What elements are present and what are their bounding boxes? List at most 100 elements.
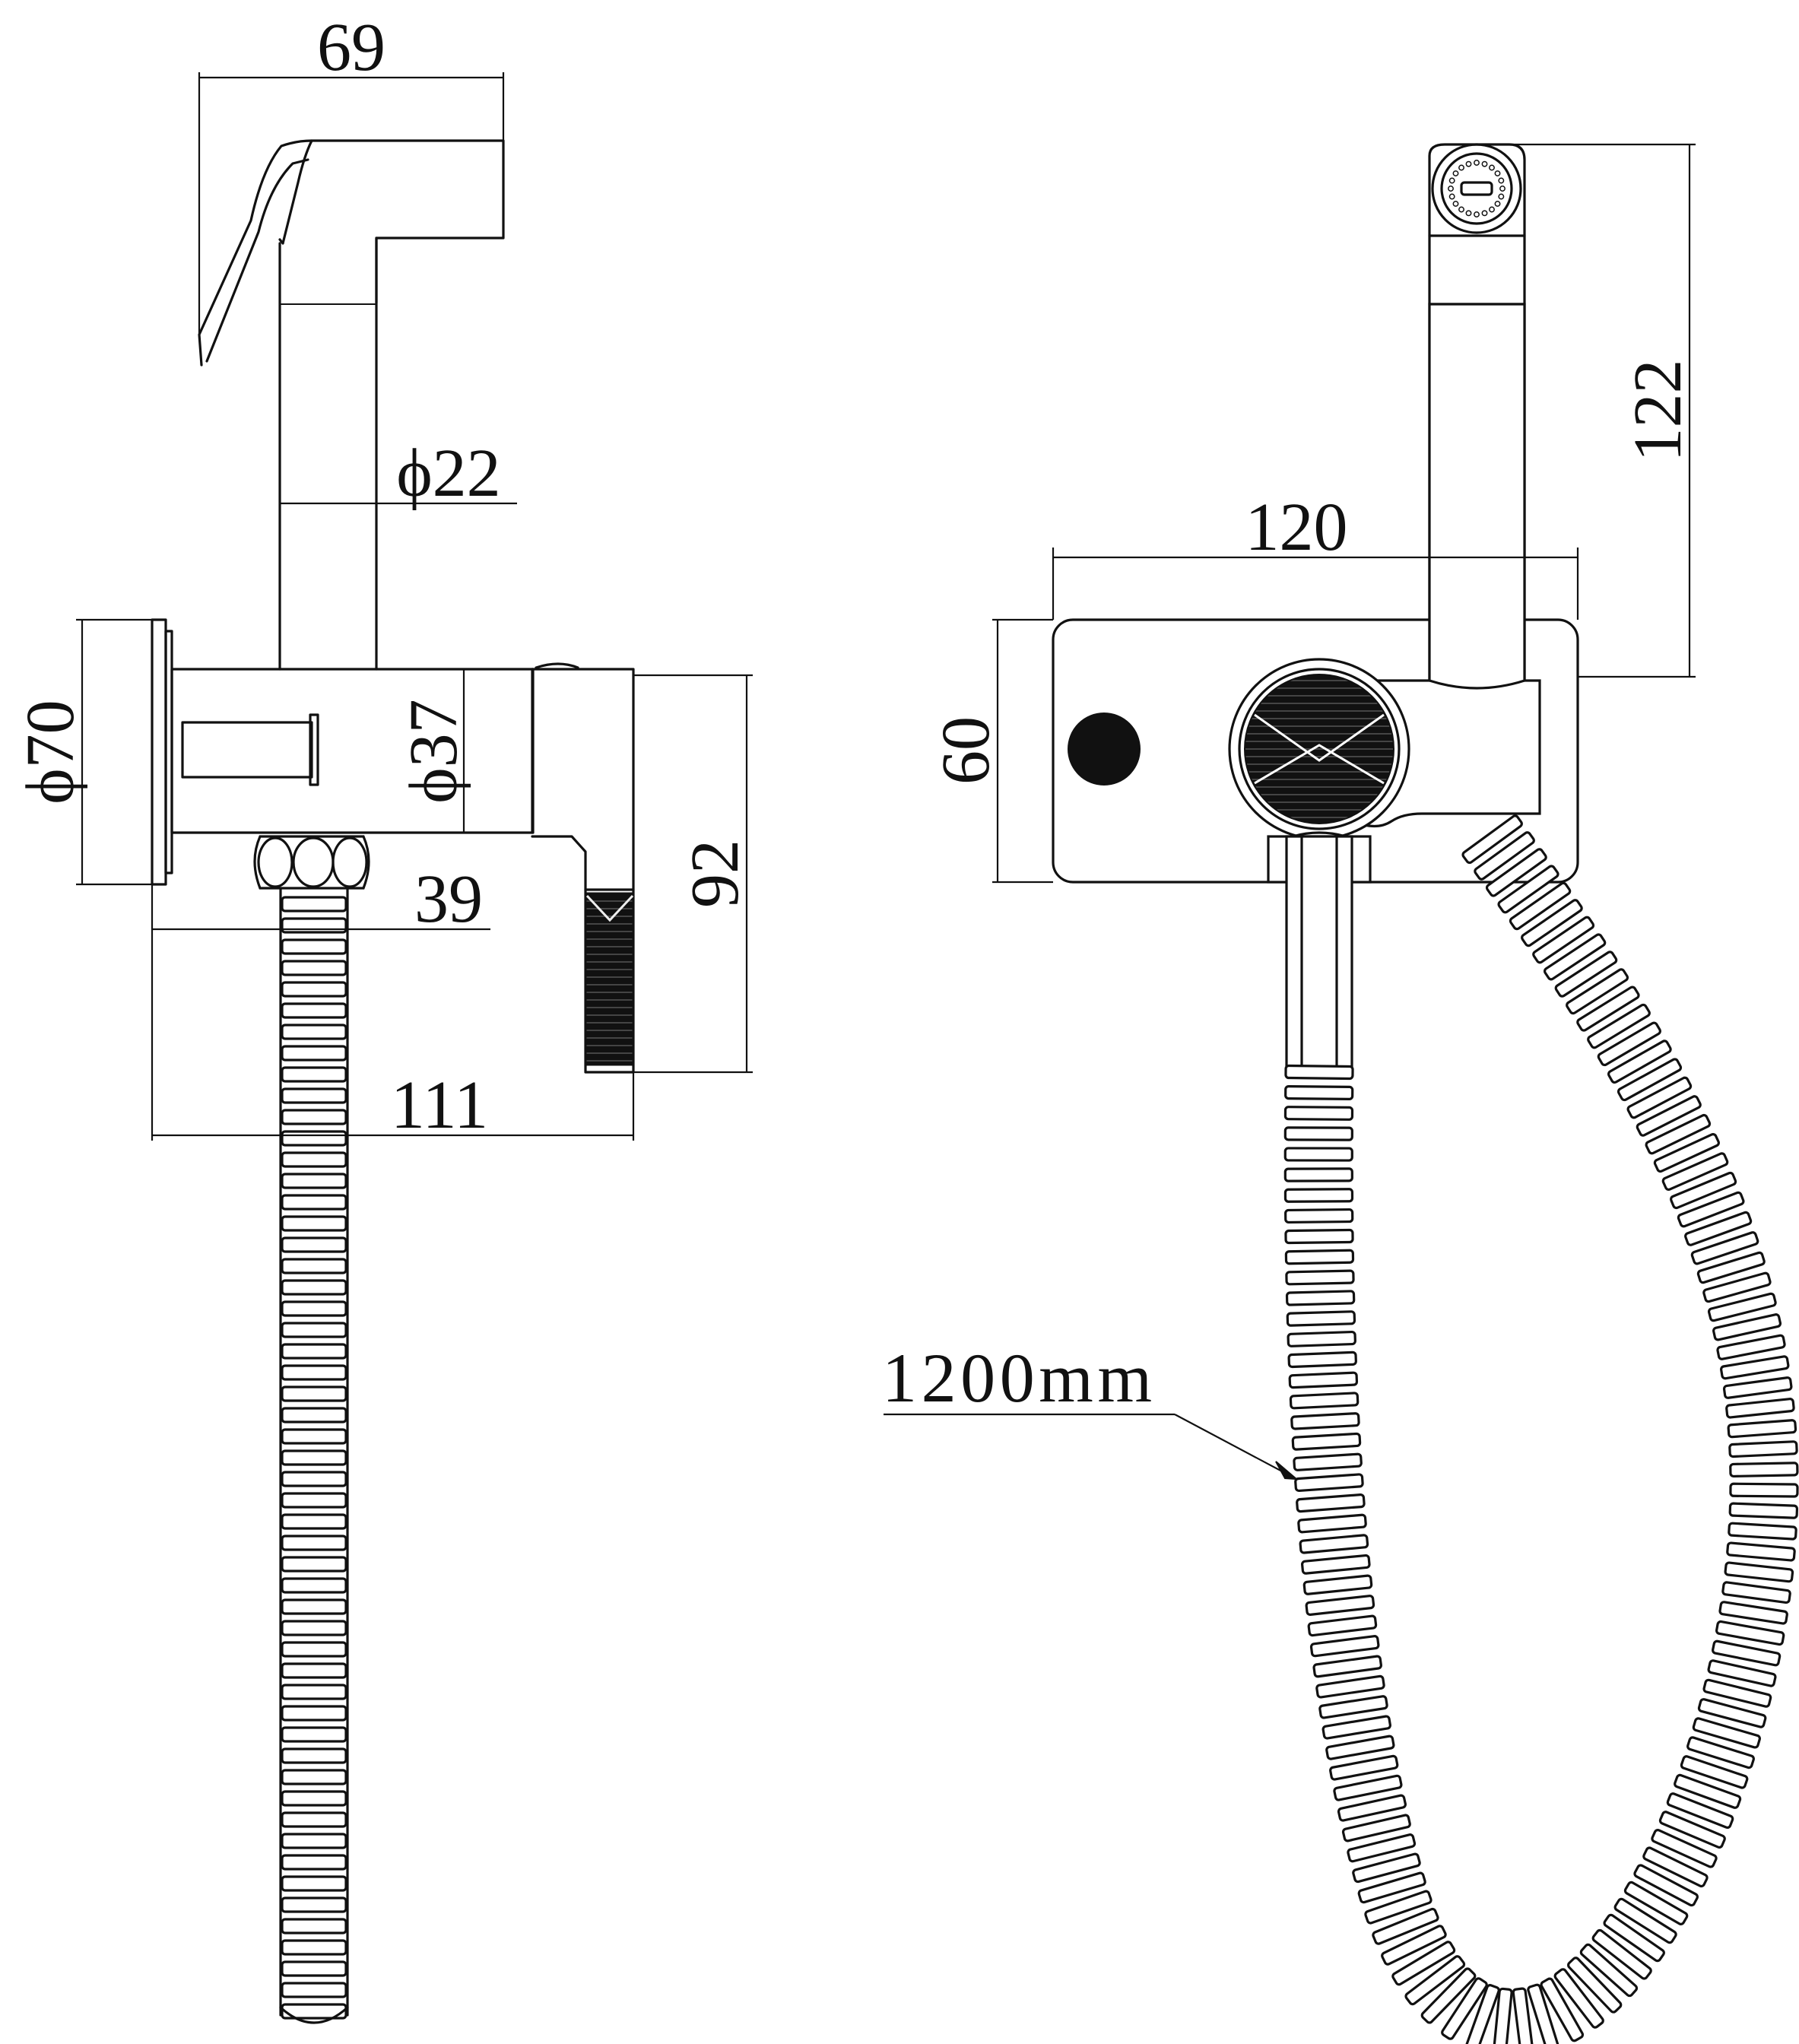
spray-head-side bbox=[198, 139, 505, 367]
hose-segment bbox=[1492, 1987, 1513, 2044]
hose-segment bbox=[281, 1024, 347, 1040]
dimension-120: 120 bbox=[1052, 490, 1579, 620]
hose-segment bbox=[1686, 1736, 1755, 1769]
hose-segment bbox=[281, 1577, 347, 1594]
hose-segment bbox=[1728, 1522, 1797, 1541]
hose-segment bbox=[1716, 1334, 1786, 1360]
dim-label-phi37: ϕ37 bbox=[396, 699, 471, 803]
hose-segment bbox=[281, 1556, 347, 1573]
hose-segment bbox=[281, 981, 347, 998]
hose-segment bbox=[1712, 1639, 1782, 1667]
valve-body-side bbox=[170, 662, 635, 1074]
hose-segment bbox=[1722, 1376, 1793, 1399]
hose-segment bbox=[1729, 1482, 1799, 1498]
hose-segment bbox=[1554, 951, 1618, 998]
nozzle-hole bbox=[1498, 177, 1505, 184]
hose-segment bbox=[1597, 1021, 1661, 1067]
hose-segment bbox=[281, 1939, 347, 1956]
nozzle-hole bbox=[1452, 170, 1459, 176]
dimension-phi22: ϕ22 bbox=[280, 436, 517, 511]
hose-segment bbox=[1318, 1695, 1388, 1719]
hose-segment bbox=[1347, 1833, 1417, 1863]
hose-segment bbox=[281, 1982, 347, 1998]
nozzle-hole bbox=[1474, 160, 1480, 166]
hose-segment bbox=[1653, 1133, 1720, 1173]
hose-segment bbox=[1287, 1350, 1357, 1369]
hose-segment bbox=[1715, 1620, 1785, 1646]
hose-segment bbox=[1509, 881, 1572, 931]
hose-segment bbox=[1607, 1039, 1672, 1084]
hose-segment bbox=[1315, 1674, 1385, 1699]
hose-segment bbox=[281, 1598, 347, 1615]
hose-segment bbox=[1636, 1095, 1702, 1137]
nozzle-hole bbox=[1448, 193, 1455, 200]
hose-segment bbox=[281, 1662, 347, 1679]
hose-segment bbox=[1712, 1313, 1782, 1341]
hose-segment bbox=[1702, 1271, 1772, 1303]
dimension-39: 39 bbox=[152, 862, 490, 937]
hose-segment bbox=[1284, 1228, 1354, 1245]
hose-segment bbox=[1702, 1678, 1772, 1708]
hose-segment bbox=[281, 960, 347, 976]
hose-segment bbox=[1465, 1984, 1500, 2044]
hose-segment bbox=[1441, 1977, 1488, 2040]
hose-segment bbox=[281, 938, 347, 955]
nozzle-hole bbox=[1448, 177, 1455, 184]
hose-segment bbox=[1283, 1167, 1353, 1182]
hose-segment bbox=[1294, 1473, 1364, 1493]
hose-segment bbox=[281, 1513, 347, 1530]
hose-segment bbox=[1341, 1814, 1411, 1842]
hose-segment bbox=[1661, 1152, 1729, 1192]
dimension-111: 111 bbox=[151, 884, 635, 1143]
hose-segment bbox=[1485, 848, 1547, 897]
hose-segment bbox=[281, 1236, 347, 1253]
hose-segment bbox=[281, 1918, 347, 1934]
nozzle-hole bbox=[1498, 193, 1505, 200]
hose-segment bbox=[1724, 1561, 1794, 1583]
hose-segment bbox=[1404, 1955, 1466, 2006]
nozzle-hole bbox=[1494, 201, 1501, 207]
nozzle-hole bbox=[1465, 210, 1472, 217]
hose-segment bbox=[1283, 1147, 1353, 1162]
diverter-button bbox=[1068, 713, 1141, 786]
hose-segment bbox=[1613, 1897, 1677, 1944]
hose-front bbox=[1283, 814, 1799, 2044]
nozzle-hole bbox=[1458, 206, 1464, 213]
hose-segment bbox=[281, 1705, 347, 1722]
hose-segment bbox=[1576, 986, 1640, 1032]
dim-label-122: 122 bbox=[1620, 360, 1696, 462]
dim-label-69: 69 bbox=[317, 10, 386, 85]
hose-segment bbox=[281, 1087, 347, 1104]
hose-segment bbox=[1670, 1171, 1737, 1210]
hose-segment bbox=[1321, 1715, 1391, 1740]
hose-segment bbox=[1626, 1076, 1693, 1119]
hose-segment bbox=[1623, 1881, 1689, 1925]
hose-segment bbox=[1587, 1003, 1651, 1049]
hose-segment bbox=[1677, 1191, 1745, 1228]
nozzle-hole bbox=[1458, 164, 1464, 171]
hose-nut-side bbox=[253, 835, 370, 890]
nozzle-hole bbox=[1481, 160, 1488, 167]
hose-segment bbox=[1307, 1614, 1378, 1637]
hose-segment bbox=[1283, 1126, 1353, 1141]
hose-segment bbox=[1289, 1392, 1360, 1410]
nozzle-hole bbox=[1489, 164, 1495, 171]
hose-segment bbox=[281, 1385, 347, 1402]
hose-segment bbox=[1293, 1452, 1363, 1471]
hose-segment bbox=[1291, 1432, 1362, 1451]
hose-segment bbox=[281, 1790, 347, 1807]
hose-segment bbox=[1285, 1290, 1356, 1306]
dim-label-39: 39 bbox=[414, 862, 483, 937]
hose-segment bbox=[281, 1620, 347, 1636]
hose-segment bbox=[1329, 1754, 1399, 1781]
hose-segment bbox=[1567, 1957, 1623, 2014]
hose-segment bbox=[1690, 1231, 1759, 1265]
hose-segment bbox=[281, 1343, 347, 1360]
hose-segment bbox=[1540, 1977, 1585, 2042]
hose-segment bbox=[281, 1066, 347, 1083]
hose-segment bbox=[281, 1747, 347, 1764]
nozzle-hole bbox=[1448, 186, 1454, 192]
hose-segment bbox=[281, 1045, 347, 1062]
hose-segment bbox=[281, 1109, 347, 1125]
hose-segment bbox=[281, 1002, 347, 1019]
